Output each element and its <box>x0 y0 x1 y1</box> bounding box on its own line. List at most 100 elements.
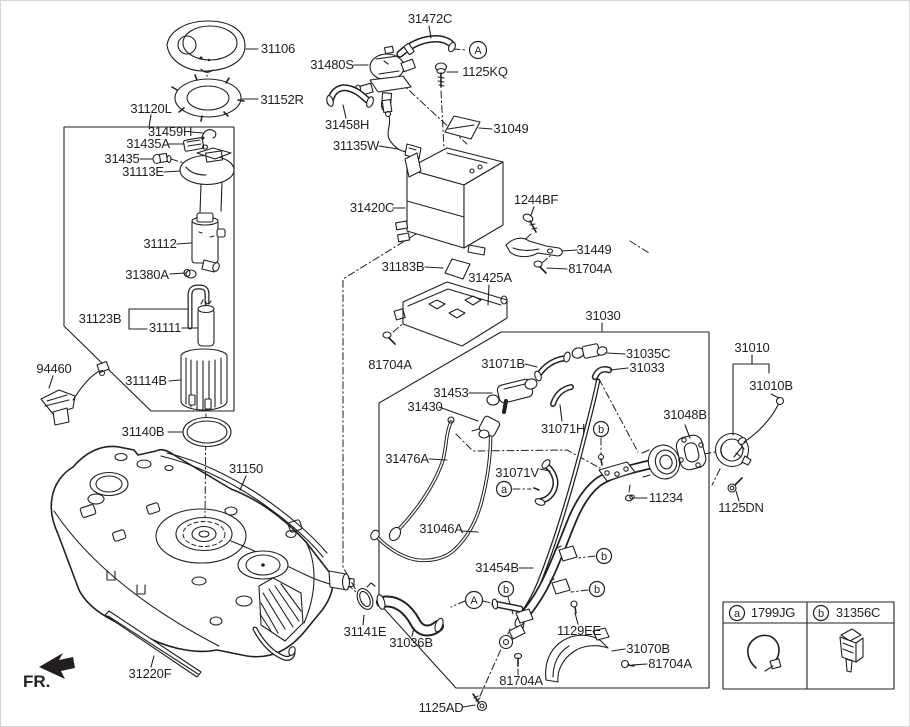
part-label-31449: 31449 <box>576 242 611 257</box>
part-label-31458h: 31458H <box>325 117 369 132</box>
callout-connection-a-bottom: A <box>464 590 484 610</box>
part-label-81704a-4: 81704A <box>499 673 543 688</box>
clip-drawing <box>839 628 864 673</box>
part-label-31140b: 31140B <box>122 424 165 439</box>
part-label-81704a-2: 81704A <box>368 357 412 372</box>
canister-pad <box>444 115 481 140</box>
part-label-31476a: 31476A <box>385 451 429 466</box>
fuel-pump <box>191 212 226 273</box>
part-label-31220f: 31220F <box>129 666 172 681</box>
part-label-31472c: 31472C <box>408 11 452 26</box>
part-label-31030: 31030 <box>585 308 620 323</box>
part-label-31046a: 31046A <box>419 521 463 536</box>
nut-11234 <box>624 494 634 502</box>
callout-letter: b <box>503 584 509 596</box>
part-label-31141e: 31141E <box>344 624 387 639</box>
canister-tray <box>393 281 508 347</box>
part-label-31010: 31010 <box>734 340 769 355</box>
screw-81704a-shield <box>620 659 635 669</box>
part-label-31071v: 31071V <box>495 465 539 480</box>
part-label-31035c: 31035C <box>626 346 670 361</box>
part-label-31033: 31033 <box>629 360 664 375</box>
fr-orientation-label: FR. <box>23 672 50 691</box>
fuel-cap-group <box>714 396 785 493</box>
legend-table: a 1799JG b 31356C <box>722 601 895 690</box>
screw-81704a-left <box>382 331 396 345</box>
part-label-31071h: 31071H <box>541 421 585 436</box>
filler-neck <box>641 444 681 480</box>
part-label-31048b: 31048B <box>663 407 707 422</box>
part-label-94460: 94460 <box>36 361 71 376</box>
part-label-31150: 31150 <box>229 461 263 476</box>
part-label-31123b: 31123B <box>79 311 122 326</box>
part-label-31454b: 31454B <box>475 560 519 575</box>
pipe-foot-bracket <box>498 624 526 650</box>
callout-legend-a: a <box>495 480 513 498</box>
part-label-31111: 31111 <box>149 320 181 335</box>
part-label-31114b: 31114B <box>125 373 167 388</box>
filler-pipe-assembly <box>370 343 707 683</box>
part-label-31049: 31049 <box>493 121 528 136</box>
filler-neck-gasket <box>675 434 707 471</box>
callout-letter: A <box>474 45 482 57</box>
canister-assembly <box>326 35 563 347</box>
vent-valve <box>571 343 608 359</box>
legend-cell-b: b 31356C <box>812 604 880 673</box>
cable-tie-drawing <box>747 634 782 672</box>
part-label-31010b: 31010B <box>749 378 793 393</box>
tube-clip <box>533 487 540 491</box>
callout-letter: b <box>594 584 600 596</box>
filler-pipe-boundary-box <box>378 331 710 689</box>
hose-clamp <box>403 43 415 55</box>
canister-wiring <box>381 98 422 160</box>
part-label-81704a-1: 81704A <box>568 261 612 276</box>
part-label-1244bf: 1244BF <box>514 192 559 207</box>
screw-1125ad <box>472 693 488 712</box>
part-label-31435a: 31435A <box>126 136 170 151</box>
part-label-31430: 31430 <box>407 399 442 414</box>
part-label-31425a: 31425A <box>468 270 512 285</box>
callout-legend-b-2: b <box>595 547 613 565</box>
legend-code-1799jg: 1799JG <box>751 605 795 620</box>
tube-connector <box>388 526 402 542</box>
callout-letter: a <box>501 484 508 496</box>
fuel-tank <box>50 445 355 661</box>
part-label-31420c: 31420C <box>350 200 394 215</box>
part-label-31183b: 31183B <box>382 259 425 274</box>
pipe-end-clip <box>515 608 534 630</box>
part-label-31036b: 31036B <box>389 635 433 650</box>
part-label-31112: 31112 <box>143 236 176 251</box>
part-label-31453: 31453 <box>433 385 468 400</box>
pump-module-assembly <box>40 20 246 448</box>
callout-letter: b <box>598 424 604 436</box>
tank-pump-opening-ring <box>175 516 233 552</box>
pump-module-boundary-box <box>63 126 235 412</box>
callout-legend-b-3: b <box>588 580 606 598</box>
screw-1125dn <box>727 477 743 493</box>
part-label-31113e: 31113E <box>122 164 164 179</box>
callout-legend-b-1: b <box>592 420 610 438</box>
fr-direction-arrow <box>39 653 75 679</box>
pipe-clamp-upper <box>556 545 578 562</box>
tank-outlet-spout <box>328 570 355 591</box>
pump-flange <box>152 129 235 214</box>
part-label-1129ee: 1129EE <box>557 623 602 638</box>
part-label-11234: 11234 <box>649 490 683 505</box>
tank-pad <box>166 20 246 72</box>
legend-cell-a: a 1799JG <box>728 604 795 672</box>
part-label-31480s: 31480S <box>310 57 354 72</box>
lock-ring <box>171 74 245 122</box>
leader-lines <box>48 25 780 708</box>
part-label-31120l: 31120L <box>130 101 171 116</box>
part-label-81704a-3: 81704A <box>648 656 692 671</box>
pipe-clamp-lower <box>549 578 571 595</box>
canister-lower-pad <box>444 258 471 280</box>
pipe-mounting-bracket <box>598 461 636 482</box>
legend-letter-a: a <box>734 608 741 620</box>
filler-pipe-shield <box>545 627 610 683</box>
part-labels: 31106 31152R 31120L 31459H 31435A 31435 … <box>36 11 793 715</box>
part-label-31152r: 31152R <box>260 92 303 107</box>
part-label-31135w: 31135W <box>333 138 380 153</box>
